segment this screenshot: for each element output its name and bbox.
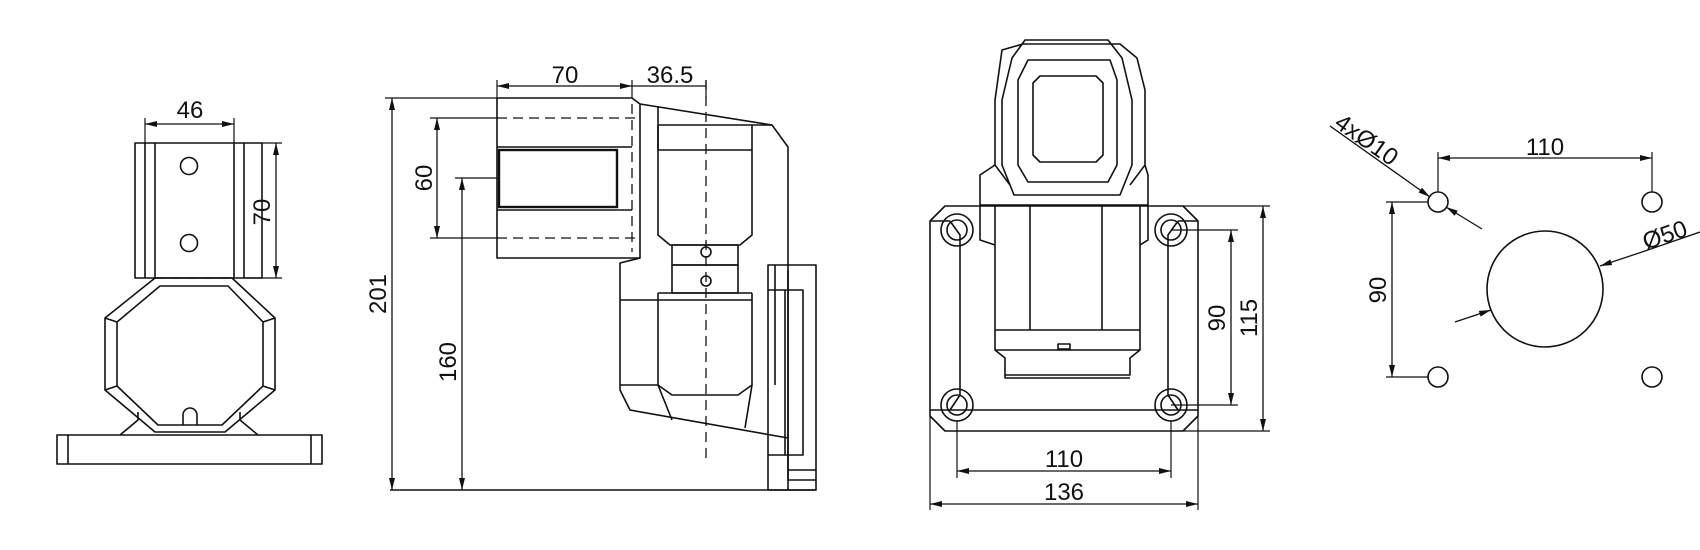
side-view: 46 70 xyxy=(56,97,323,465)
dim-pattern-110: 110 xyxy=(1526,134,1564,161)
dim-60: 60 xyxy=(411,165,438,192)
rear-view: 90 115 110 136 xyxy=(929,39,1270,510)
dim-pattern-90: 90 xyxy=(1365,277,1392,304)
dim-length-70: 70 xyxy=(552,62,579,89)
dim-hole-spacing-110: 110 xyxy=(1045,446,1083,473)
hole-pattern-view: 4xØ10 110 90 Ø50 xyxy=(1330,109,1700,388)
dim-axis-160: 160 xyxy=(435,342,462,382)
dim-total-201: 201 xyxy=(365,274,392,314)
dim-width-46: 46 xyxy=(177,97,204,124)
mount-hole-bottom-left xyxy=(1427,366,1449,388)
mount-hole-bottom-right xyxy=(1641,366,1663,388)
mount-hole-top-left xyxy=(1427,191,1449,213)
dim-plate-115: 115 xyxy=(1236,299,1263,337)
center-hole xyxy=(1486,230,1604,348)
dim-height-70: 70 xyxy=(249,199,276,226)
dim-offset-36-5: 36.5 xyxy=(647,62,694,89)
front-view: 70 36.5 60 201 160 xyxy=(365,62,817,491)
dim-center-hole-d50: Ø50 xyxy=(1639,215,1691,255)
dim-plate-136: 136 xyxy=(1044,479,1084,506)
dim-hole-spacing-90: 90 xyxy=(1204,305,1231,332)
mount-hole-top-right xyxy=(1641,191,1663,213)
dim-holes-4x-d10: 4xØ10 xyxy=(1330,109,1403,172)
